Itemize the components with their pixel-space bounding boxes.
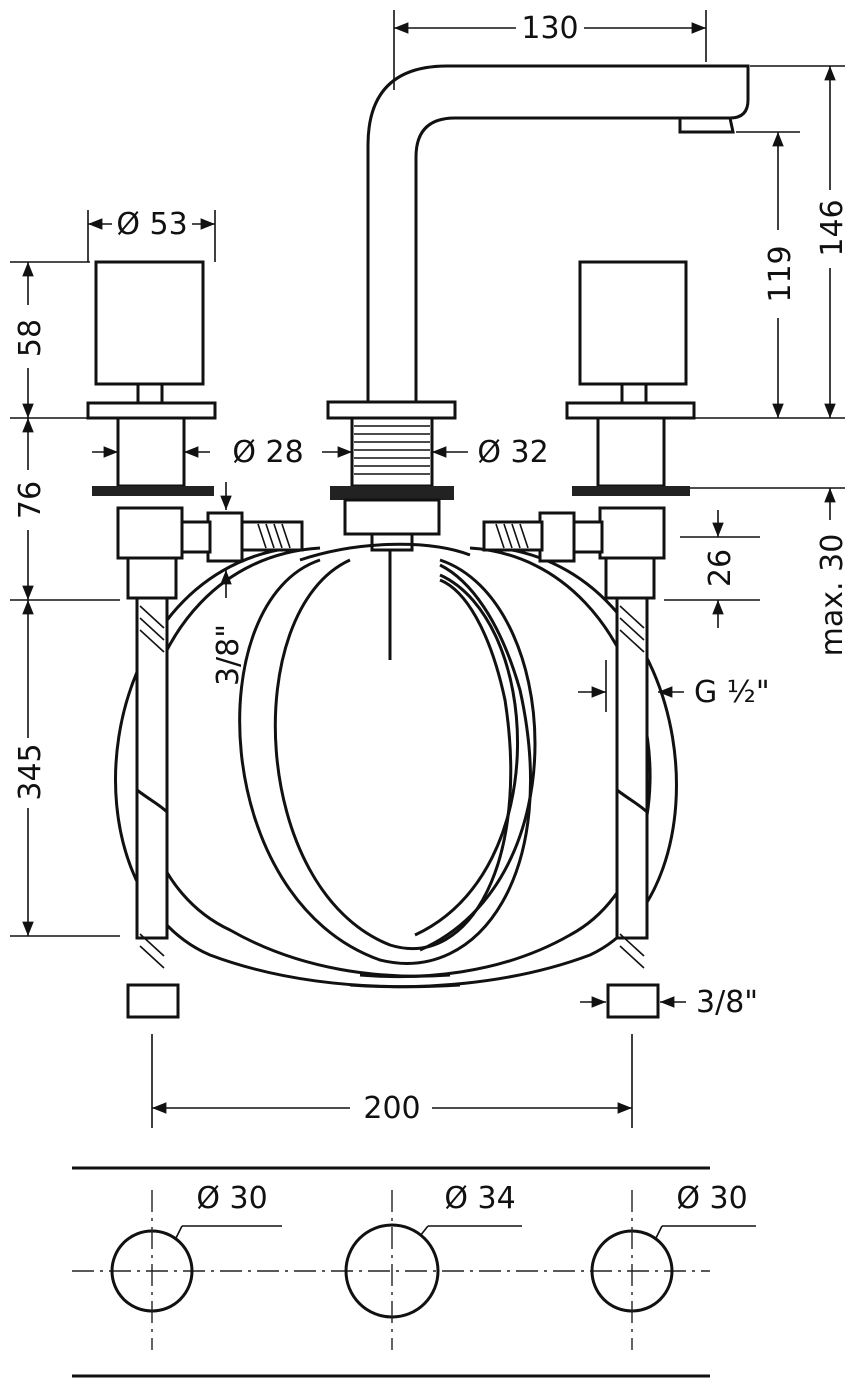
- dimension-stem-diameter: Ø 28: [92, 435, 352, 470]
- dimension-handle-diameter: Ø 53: [87, 207, 216, 262]
- label-spout-base-diameter: Ø 32: [477, 435, 548, 470]
- label-spout-total-height: 146: [815, 199, 849, 256]
- label-spout-reach: 130: [521, 11, 578, 46]
- dimension-supply-end-thread: 3/8": [580, 985, 758, 1020]
- left-handle: [86, 260, 304, 600]
- left-supply-hose: [126, 596, 180, 1019]
- dimension-max-thickness: max. 30: [690, 487, 849, 657]
- dimension-spout-base-diameter: Ø 32: [432, 435, 549, 470]
- label-supply-thread: G ½": [694, 675, 770, 710]
- label-hole-right: Ø 30: [676, 1181, 747, 1216]
- dimension-supply-thread: G ½": [578, 660, 770, 712]
- right-supply-hose: [606, 596, 660, 1019]
- label-max-thickness: max. 30: [815, 534, 849, 657]
- label-inlet-thread: 3/8": [211, 624, 246, 686]
- dimension-inlet-thread: 3/8": [211, 482, 246, 686]
- spout-thread-lines: [354, 425, 430, 475]
- dimension-connection-offset: 26: [664, 510, 760, 628]
- right-hose-hatch: [495, 523, 529, 549]
- label-handle-diameter: Ø 53: [116, 207, 187, 242]
- left-hose-hatch: [257, 523, 291, 549]
- hole-plan: Ø 30 Ø 34 Ø 30: [72, 1166, 756, 1378]
- label-hole-left: Ø 30: [196, 1181, 267, 1216]
- dimension-left-vertical: 58 76 345: [10, 261, 120, 937]
- dimension-spout-heights: 119 146: [694, 65, 849, 419]
- dimension-spout-reach: 130: [393, 10, 707, 90]
- label-connection-offset: 26: [703, 549, 738, 587]
- label-spout-outlet-height: 119: [763, 245, 798, 302]
- label-handle-height: 58: [13, 319, 48, 357]
- label-hose-length: 345: [13, 743, 48, 800]
- dimension-center-spacing: 200: [151, 1034, 633, 1128]
- label-center-spacing: 200: [363, 1091, 420, 1126]
- label-stem-diameter: Ø 28: [232, 435, 303, 470]
- label-hole-center: Ø 34: [444, 1181, 515, 1216]
- label-body-height: 76: [13, 481, 48, 519]
- right-handle: [482, 260, 696, 600]
- label-supply-end-thread: 3/8": [696, 985, 758, 1020]
- hose-loops: [114, 542, 678, 989]
